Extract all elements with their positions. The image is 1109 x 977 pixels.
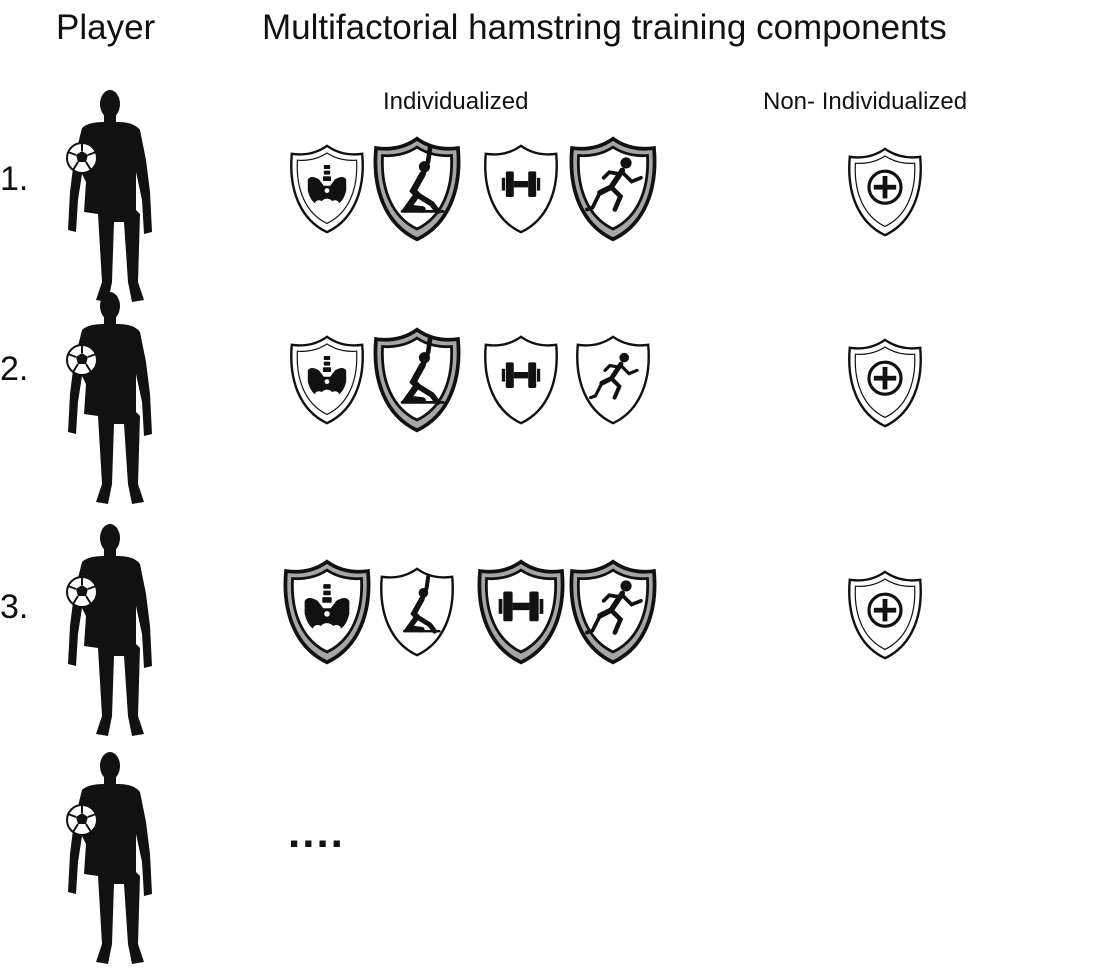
stretching-shield-icon [377,565,457,664]
components-header: Multifactorial hamstring training compon… [262,8,947,47]
player-number-3: 3. [0,588,29,626]
stretching-shield-icon [370,326,464,439]
sprinting-shield-icon [566,558,660,671]
player-number-2: 2. [0,350,29,388]
dumbbell-shield-icon [474,558,568,671]
player-number-1: 1. [0,160,29,198]
pelvis-shield-icon [287,142,367,241]
player-silhouette [48,744,168,972]
stretching-shield-icon [370,135,464,248]
player-silhouette [48,82,168,310]
player-silhouette [48,516,168,744]
player-header: Player [56,8,156,47]
non-individualized-header: Non- Individualized [763,88,968,115]
pelvis-shield-icon [287,333,367,432]
dumbbell-shield-icon [481,142,561,241]
dumbbell-shield-icon [481,333,561,432]
pelvis-shield-icon [280,558,374,671]
more-players-ellipsis: .... [288,808,345,857]
sprinting-shield-icon [566,135,660,248]
player-silhouette [48,284,168,512]
plus-shield-icon [845,336,925,435]
plus-shield-icon [845,568,925,667]
individualized-header: Individualized [383,88,529,115]
sprinting-shield-icon [573,333,653,432]
plus-shield-icon [845,145,925,244]
